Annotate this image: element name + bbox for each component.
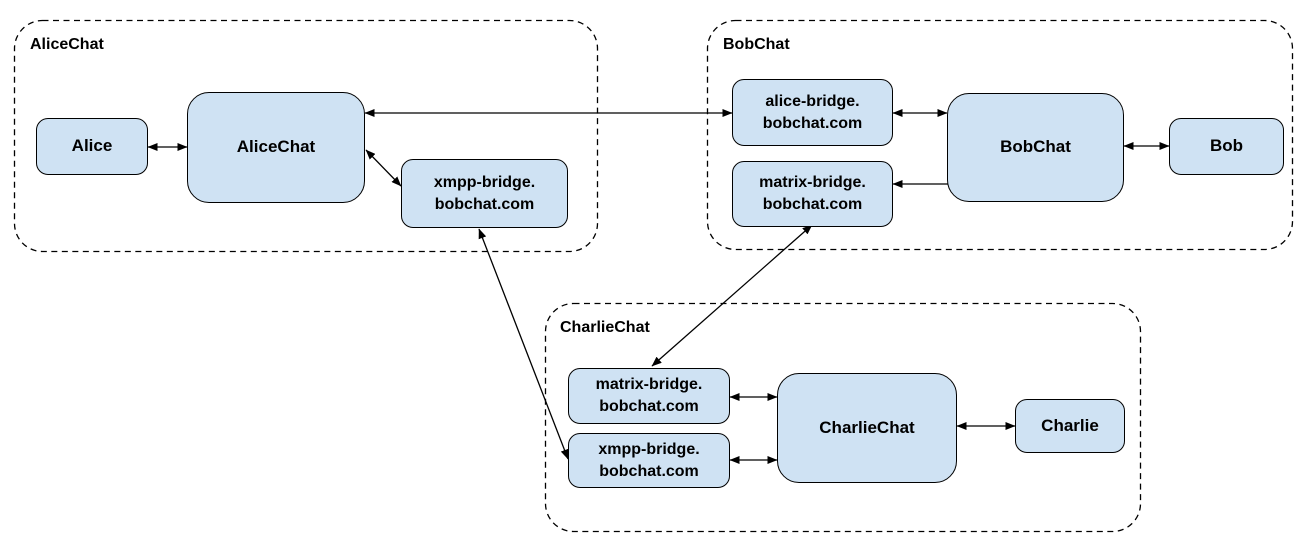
node-xmpp-bridge-alicechat: xmpp-bridge. bobchat.com [401,159,568,228]
node-alicechat-server: AliceChat [187,92,365,203]
node-charliechat-server: CharlieChat [777,373,957,483]
edge-xmpp-bridge-alice-to-xmpp-bridge-charlie [478,228,569,460]
node-charlie-user: Charlie [1015,399,1125,453]
node-matrix-bridge-charliechat: matrix-bridge. bobchat.com [568,368,730,424]
node-bob-user: Bob [1169,118,1284,175]
node-matrix-bridge-bobchat: matrix-bridge. bobchat.com [732,161,893,227]
edge-matrix-bridge-bob-to-matrix-bridge-charlie [651,224,813,367]
container-alicechat-label: AliceChat [30,36,104,53]
node-bobchat-server: BobChat [947,93,1124,202]
container-bobchat-label: BobChat [723,36,790,53]
container-charliechat-label: CharlieChat [560,319,650,336]
node-xmpp-bridge-charliechat: xmpp-bridge. bobchat.com [568,433,730,488]
node-alice-bridge-bobchat: alice-bridge. bobchat.com [732,79,893,146]
edge-alicechat-to-xmpp-bridge-alice [365,149,402,187]
node-alice-user: Alice [36,118,148,175]
